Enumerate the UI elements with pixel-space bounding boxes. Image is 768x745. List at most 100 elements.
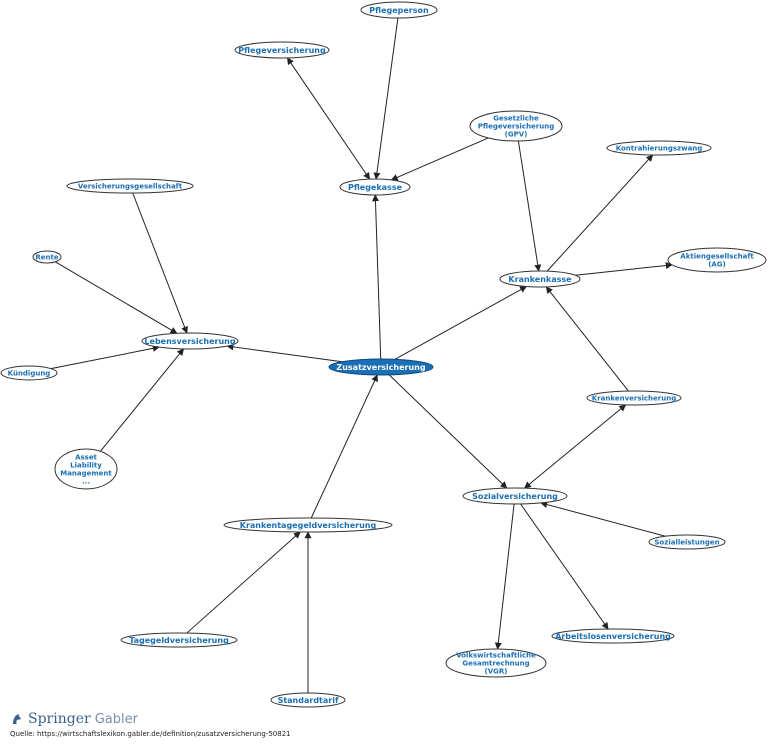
node-arbeitslosen[interactable]: Arbeitslosenversicherung [551, 628, 675, 644]
node-shape-krankenversicherung [586, 390, 682, 406]
edge-pflegeversicherung-pflegekasse [286, 57, 371, 180]
edge-rente-lebensversicherung [54, 261, 178, 334]
node-label-vgr: (VGR) [485, 667, 508, 675]
node-shape-lebensversicherung [141, 332, 239, 350]
node-label-krankenversicherung: Krankenversicherung [592, 394, 676, 402]
node-krankentagegeld[interactable]: Krankentagegeldversicherung [223, 517, 393, 533]
node-label-alm: Asset [75, 453, 97, 461]
node-standardtarif[interactable]: Standardtarif [270, 692, 346, 708]
node-label-vgr: Volkswirtschaftliche [456, 651, 536, 659]
edge-zusatzversicherung-krankenkasse [394, 286, 528, 360]
node-label-lebensversicherung: Lebensversicherung [144, 337, 235, 346]
node-label-tagegeld: Tagegeldversicherung [129, 636, 229, 645]
node-label-vgr: Gesamtrechnung [462, 659, 529, 667]
edge-gpv-pflegekasse [390, 137, 489, 181]
node-label-aktiengesellschaft: Aktiengesellschaft [680, 252, 754, 260]
node-shape-krankenkasse [499, 270, 581, 288]
node-sozialleistungen[interactable]: Sozialleistungen [648, 534, 726, 550]
node-label-aktiengesellschaft: (AG) [708, 260, 726, 268]
springer-gabler-logo: Springer Gabler [10, 711, 138, 727]
node-shape-tagegeld [120, 632, 238, 648]
node-label-zusatzversicherung: Zusatzversicherung [336, 363, 425, 372]
node-pflegeversicherung[interactable]: Pflegeversicherung [234, 41, 330, 59]
node-label-sozialversicherung: Sozialversicherung [472, 492, 558, 501]
edge-krankenkasse-aktiengesellschaft [575, 262, 673, 276]
node-shape-krankentagegeld [223, 517, 393, 533]
node-shape-sozialleistungen [648, 534, 726, 550]
node-lebensversicherung[interactable]: Lebensversicherung [141, 332, 239, 350]
edge-tagegeld-krankentagegeld [186, 531, 301, 634]
node-rente[interactable]: Rente [32, 250, 62, 264]
node-shape-arbeitslosen [551, 628, 675, 644]
edge-sozialleistungen-sozialversicherung [540, 501, 666, 537]
node-kuendigung[interactable]: Kündigung [0, 365, 58, 381]
edge-sozialversicherung-arbeitslosen [520, 503, 609, 630]
node-label-krankenkasse: Krankenkasse [508, 275, 572, 284]
source-citation: Quelle: https://wirtschaftslexikon.gable… [10, 730, 291, 738]
node-tagegeld[interactable]: Tagegeldversicherung [120, 632, 238, 648]
node-shape-alm [54, 448, 118, 490]
node-krankenversicherung[interactable]: Krankenversicherung [586, 390, 682, 406]
node-versicherungsgesellschaft[interactable]: Versicherungsgesellschaft [66, 178, 194, 194]
node-sozialversicherung[interactable]: Sozialversicherung [462, 487, 568, 505]
node-kontrahierungszwang[interactable]: Kontrahierungszwang [606, 140, 712, 156]
node-shape-sozialversicherung [462, 487, 568, 505]
node-shape-pflegekasse [339, 178, 411, 196]
edge-zusatzversicherung-pflegekasse [371, 194, 382, 360]
node-shape-vgr [445, 648, 547, 678]
node-label-standardtarif: Standardtarif [278, 696, 339, 705]
node-label-alm: Management [60, 469, 112, 477]
node-label-versicherungsgesellschaft: Versicherungsgesellschaft [78, 182, 183, 190]
logo-gabler-text: Gabler [94, 711, 138, 727]
node-shape-kuendigung [0, 365, 58, 381]
node-pflegekasse[interactable]: Pflegekasse [339, 178, 411, 196]
node-label-kontrahierungszwang: Kontrahierungszwang [616, 144, 703, 152]
node-shape-standardtarif [270, 692, 346, 708]
node-zusatzversicherung[interactable]: Zusatzversicherung [328, 358, 434, 376]
edge-krankenversicherung-sozialversicherung [524, 404, 627, 489]
node-label-gpv: Gesetzliche [493, 114, 539, 122]
node-label-gpv: (GPV) [505, 130, 528, 138]
node-shape-kontrahierungszwang [606, 140, 712, 156]
edge-gpv-krankenkasse [517, 140, 542, 272]
logo-springer-text: Springer [28, 711, 91, 727]
node-label-kuendigung: Kündigung [8, 369, 51, 377]
node-shape-gpv [469, 110, 563, 142]
edges-layer [50, 17, 673, 693]
node-shape-rente [32, 250, 62, 264]
node-label-alm: ... [82, 477, 90, 485]
node-shape-versicherungsgesellschaft [66, 178, 194, 194]
node-shape-pflegeperson [360, 1, 438, 19]
edge-krankentagegeld-zusatzversicherung [310, 374, 378, 519]
springer-horse-icon [13, 714, 21, 724]
node-pflegeperson[interactable]: Pflegeperson [360, 1, 438, 19]
edge-pflegeperson-pflegekasse [373, 17, 399, 180]
edge-kuendigung-lebensversicherung [50, 344, 160, 370]
edge-sozialversicherung-vgr [494, 503, 515, 650]
edge-zusatzversicherung-sozialversicherung [388, 374, 508, 489]
node-label-rente: Rente [35, 253, 58, 261]
nodes-layer: PflegepersonPflegeversicherungGesetzlich… [0, 1, 767, 708]
edge-alm-lebensversicherung [100, 348, 185, 452]
node-label-pflegekasse: Pflegekasse [348, 183, 403, 192]
node-label-alm: Liability [70, 461, 102, 469]
node-label-pflegeperson: Pflegeperson [369, 6, 429, 15]
node-aktiengesellschaft[interactable]: Aktiengesellschaft(AG) [667, 247, 767, 273]
edge-kontrahierungszwang-krankenkasse [546, 154, 654, 272]
node-label-gpv: Pflegeversicherung [478, 122, 554, 130]
edge-krankenversicherung-krankenkasse [545, 286, 629, 392]
node-label-arbeitslosen: Arbeitslosenversicherung [555, 632, 671, 641]
node-label-pflegeversicherung: Pflegeversicherung [238, 46, 326, 55]
node-label-krankentagegeld: Krankentagegeldversicherung [240, 521, 377, 530]
edge-zusatzversicherung-lebensversicherung [226, 343, 343, 363]
node-krankenkasse[interactable]: Krankenkasse [499, 270, 581, 288]
node-label-sozialleistungen: Sozialleistungen [654, 538, 719, 546]
node-shape-aktiengesellschaft [667, 247, 767, 273]
node-shape-pflegeversicherung [234, 41, 330, 59]
node-alm[interactable]: AssetLiabilityManagement... [54, 448, 118, 490]
edge-versicherungsgesellschaft-lebensversicherung [132, 192, 188, 334]
node-shape-zusatzversicherung [328, 358, 434, 376]
